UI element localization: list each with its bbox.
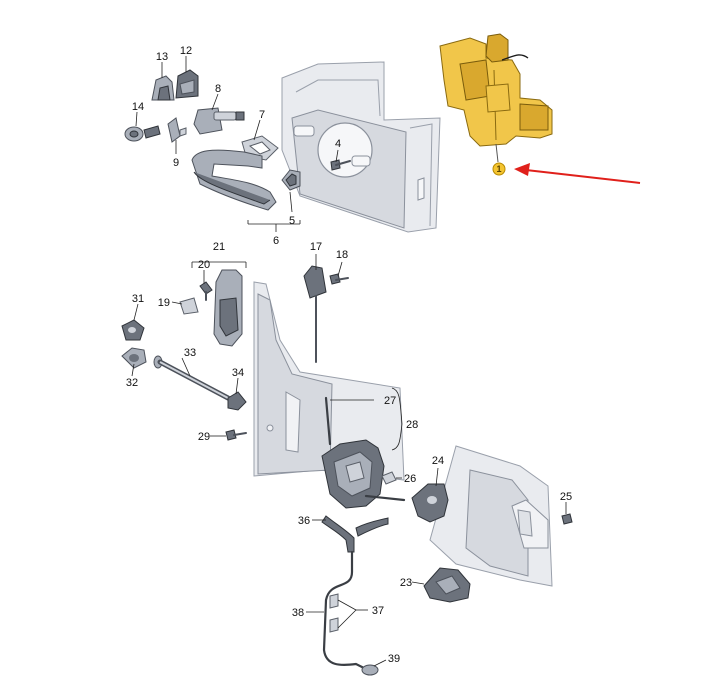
cable-part-38 [322,550,366,670]
door-lock-part-28 [321,396,406,509]
callout-27: 27 [384,395,396,407]
cap-part-13 [151,75,175,101]
lower-door-panel [253,281,405,481]
lever-part-9 [167,117,187,143]
callout-25: 25 [560,491,572,503]
callout-34: 34 [232,367,244,379]
callout-labels: 13 12 8 14 9 7 4 5 6 17 18 21 20 19 31 3… [126,45,572,665]
inner-handle-part-21 [213,269,243,347]
latch-part-24 [411,483,449,523]
callout-14: 14 [132,101,144,113]
marker-dot [492,162,506,176]
leader-lines [131,56,567,667]
callout-7: 7 [259,109,265,121]
guide-part-36 [321,515,389,553]
callout-18: 18 [336,249,348,261]
clip-part-19 [179,297,199,315]
clip-part-26 [381,471,397,485]
callout-12: 12 [180,45,192,57]
door-handle-part-6 [191,149,277,211]
callout-6: 6 [273,235,279,247]
callout-5: 5 [289,215,295,227]
callout-36: 36 [298,515,310,527]
callout-21: 21 [213,241,225,253]
callout-9: 9 [173,157,179,169]
marker-label: 1 [496,164,501,174]
callout-28: 28 [406,419,418,431]
clip-part-34 [227,391,247,411]
cylinder-part-14 [124,125,161,142]
screw-part-20 [199,281,213,301]
bushing-part-31 [121,319,145,341]
callout-20: 20 [198,259,210,271]
callout-37: 37 [372,605,384,617]
callout-24: 24 [432,455,444,467]
striker-part-23 [423,567,471,603]
callout-17: 17 [310,241,322,253]
callout-39: 39 [388,653,400,665]
cap-part-12 [175,69,199,99]
screw-part-29 [225,429,247,441]
callout-8: 8 [215,83,221,95]
upper-door-panel [281,61,441,233]
callout-33: 33 [184,347,196,359]
clips-part-37 [329,593,339,633]
bushing-part-32 [121,347,147,369]
lock-cylinder-part-8 [193,107,245,135]
rod-part-17 [303,265,327,363]
callout-13: 13 [156,51,168,63]
screw-part-25 [561,513,573,525]
callout-26: 26 [404,473,416,485]
callout-31: 31 [132,293,144,305]
cable-end-part-39 [361,664,379,676]
callout-29: 29 [198,431,210,443]
callout-23: 23 [400,577,412,589]
screw-part-18 [329,273,349,285]
spindle-part-33 [153,355,231,401]
callout-32: 32 [126,377,138,389]
callout-19: 19 [158,297,170,309]
callout-4: 4 [335,138,341,150]
cover-part-5 [281,169,301,191]
red-arrow [514,163,641,184]
latch-bracket-part-1 [439,33,553,163]
highlight-marker: 1 [492,162,506,176]
rear-door-panel [429,445,553,587]
callout-38: 38 [292,607,304,619]
